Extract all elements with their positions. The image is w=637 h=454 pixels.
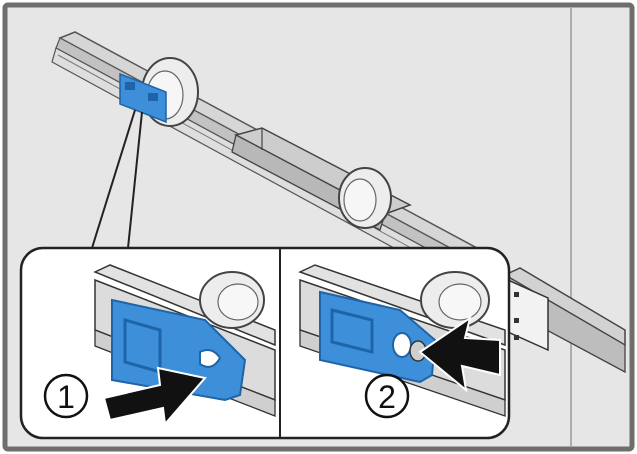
push-arrow-step-2 [418, 315, 501, 393]
wheel-middle [338, 167, 392, 229]
blue-clip-small [119, 72, 167, 124]
step-2-circle [364, 373, 410, 419]
step-2-label: 2 [378, 379, 396, 415]
callout-line-left [91, 109, 136, 249]
step-1-panel: 1 [43, 264, 276, 427]
push-arrow-step-1 [102, 366, 207, 427]
step-2-panel: 2 [298, 264, 506, 419]
callout-line-right [127, 111, 143, 249]
step-1-circle [43, 373, 89, 419]
step-1-label: 1 [57, 379, 75, 415]
